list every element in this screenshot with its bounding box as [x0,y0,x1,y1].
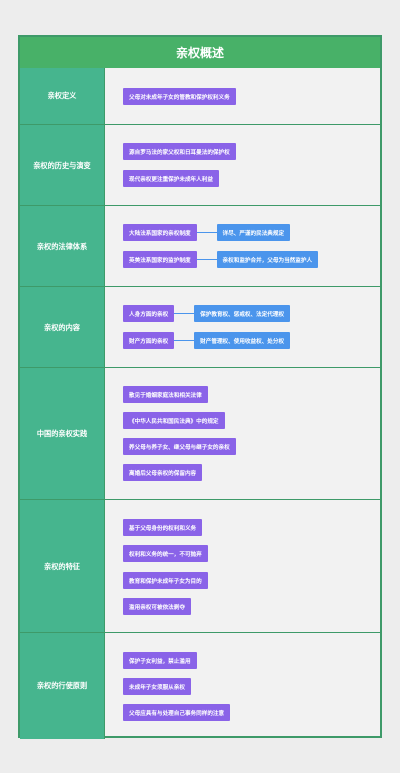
topic-node[interactable]: 保护子女利益，禁止滥用 [123,652,197,669]
item-row: 大陆法系国家的亲权制度 详尽、严谨的民法典规定 [123,224,291,241]
topic-node[interactable]: 父母应具有与处理自己事务同样的注意 [123,704,231,721]
item-row: 《中华人民共和国民法典》中的规定 [123,412,225,429]
section: 亲权的内容 人身方面的亲权 保护教育权、惩戒权、法定代理权财产方面的亲权 财产管理权、… [20,286,380,368]
topic-node[interactable]: 养父母与养子女、继父母与继子女的亲权 [123,438,236,455]
items-panel: 大陆法系国家的亲权制度 详尽、严谨的民法典规定英美法系国家的监护制度 亲权和监护合并… [104,206,380,287]
items-panel: 源自罗马法的家父权和日耳曼法的保护权现代亲权更注重保护未成年人利益 [104,125,380,206]
connector-line [174,340,195,341]
item-row: 保护子女利益，禁止滥用 [123,652,197,669]
category-label: 亲权的行使原则 [20,633,104,739]
page-title: 亲权概述 [20,37,380,68]
item-row: 人身方面的亲权 保护教育权、惩戒权、法定代理权 [123,305,291,322]
topic-node[interactable]: 未成年子女须服从亲权 [123,678,191,695]
topic-node[interactable]: 滥用亲权可被依法剥夺 [123,598,191,615]
item-row: 教育和保护未成年子女为目的 [123,572,208,589]
topic-node[interactable]: 散见于婚姻家庭法和相关法律 [123,386,208,403]
topic-node[interactable]: 父母对未成年子女的管教和保护权利义务 [123,88,236,105]
category-label: 亲权的历史与演变 [20,125,104,206]
item-row: 权利和义务的统一，不可抛弃 [123,545,208,562]
item-row: 源自罗马法的家父权和日耳曼法的保护权 [123,143,236,160]
topic-node[interactable]: 大陆法系国家的亲权制度 [123,224,197,241]
topic-node[interactable]: 人身方面的亲权 [123,305,175,322]
topic-node[interactable]: 财产方面的亲权 [123,332,175,349]
connector-line [196,259,217,260]
item-row: 现代亲权更注重保护未成年人利益 [123,170,219,187]
items-panel: 人身方面的亲权 保护教育权、惩戒权、法定代理权财产方面的亲权 财产管理权、使用收益权… [104,287,380,368]
subtopic-node[interactable]: 保护教育权、惩戒权、法定代理权 [194,305,291,322]
section: 亲权的特征基于父母身份的权利和义务权利和义务的统一，不可抛弃教育和保护未成年子女… [20,499,380,633]
item-row: 基于父母身份的权利和义务 [123,519,203,536]
section: 中国的亲权实践散见于婚姻家庭法和相关法律《中华人民共和国民法典》中的规定养父母与… [20,367,380,500]
topic-node[interactable]: 教育和保护未成年子女为目的 [123,572,208,589]
item-row: 未成年子女须服从亲权 [123,678,191,695]
item-row: 父母应具有与处理自己事务同样的注意 [123,704,231,721]
sections-container: 亲权定义父母对未成年子女的管教和保护权利义务亲权的历史与演变源自罗马法的家父权和… [20,68,380,739]
topic-node[interactable]: 《中华人民共和国民法典》中的规定 [123,412,225,429]
section: 亲权定义 父母对未成年子女的管教和保护权利义务 [20,68,380,124]
items-panel: 父母对未成年子女的管教和保护权利义务 [104,68,380,124]
section: 亲权的行使原则保护子女利益，禁止滥用未成年子女须服从亲权父母应具有与处理自己事务… [20,632,380,739]
item-row: 养父母与养子女、继父母与继子女的亲权 [123,438,236,455]
item-row: 父母对未成年子女的管教和保护权利义务 [123,88,236,105]
category-label: 亲权的特征 [20,500,104,633]
category-label: 亲权的内容 [20,287,104,368]
topic-node[interactable]: 权利和义务的统一，不可抛弃 [123,545,208,562]
subtopic-node[interactable]: 亲权和监护合并，父母为当然监护人 [216,251,319,268]
section: 亲权的法律体系 大陆法系国家的亲权制度 详尽、严谨的民法典规定英美法系国家的监护制度… [20,205,380,287]
category-label: 亲权定义 [20,68,104,124]
connector-line [196,232,217,233]
topic-node[interactable]: 离婚后父母亲权的保留内容 [123,464,203,481]
items-panel: 保护子女利益，禁止滥用未成年子女须服从亲权父母应具有与处理自己事务同样的注意 [104,633,380,739]
items-panel: 基于父母身份的权利和义务权利和义务的统一，不可抛弃教育和保护未成年子女为目的滥用… [104,500,380,633]
category-label: 中国的亲权实践 [20,368,104,500]
topic-node[interactable]: 现代亲权更注重保护未成年人利益 [123,170,219,187]
section: 亲权的历史与演变源自罗马法的家父权和日耳曼法的保护权现代亲权更注重保护未成年人利… [20,124,380,206]
topic-node[interactable]: 源自罗马法的家父权和日耳曼法的保护权 [123,143,236,160]
subtopic-node[interactable]: 详尽、严谨的民法典规定 [216,224,291,241]
category-label: 亲权的法律体系 [20,206,104,287]
items-panel: 散见于婚姻家庭法和相关法律《中华人民共和国民法典》中的规定养父母与养子女、继父母… [104,368,380,500]
subtopic-node[interactable]: 财产管理权、使用收益权、处分权 [194,332,291,349]
item-row: 英美法系国家的监护制度 亲权和监护合并，父母为当然监护人 [123,251,319,268]
topic-node[interactable]: 英美法系国家的监护制度 [123,251,197,268]
item-row: 滥用亲权可被依法剥夺 [123,598,191,615]
mindmap-frame: 亲权概述 亲权定义父母对未成年子女的管教和保护权利义务亲权的历史与演变源自罗马法… [18,35,382,739]
connector-line [174,313,195,314]
item-row: 离婚后父母亲权的保留内容 [123,464,203,481]
item-row: 散见于婚姻家庭法和相关法律 [123,386,208,403]
topic-node[interactable]: 基于父母身份的权利和义务 [123,519,203,536]
item-row: 财产方面的亲权 财产管理权、使用收益权、处分权 [123,332,291,349]
